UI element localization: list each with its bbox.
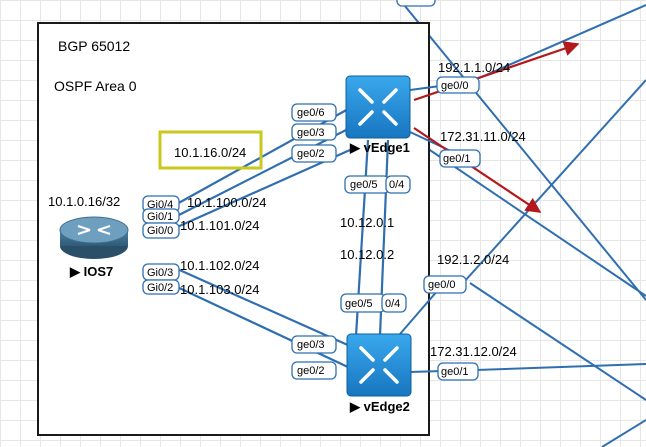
network-label-102: 10.1.102.0/24 bbox=[180, 258, 260, 273]
svg-text:Gi0/3: Gi0/3 bbox=[147, 267, 173, 279]
port-ve1-ge00: ge0/0 bbox=[436, 76, 480, 94]
vedge1-label: ▶ vEdge1 bbox=[349, 140, 410, 155]
port-gi01: Gi0/1 bbox=[142, 208, 180, 224]
network-label-sys2: 10.12.0.2 bbox=[340, 247, 394, 262]
link-gi03-ge03 bbox=[174, 266, 351, 348]
port-ve1-ge05: ge0/5 bbox=[344, 175, 390, 194]
port-ve2-ge05: ge0/5 bbox=[340, 293, 386, 313]
ios7-router[interactable] bbox=[59, 216, 129, 259]
svg-text:Gi0/0: Gi0/0 bbox=[147, 225, 173, 237]
vedge-arrows-icon bbox=[358, 88, 398, 126]
port-ve2-ge02: ge0/2 bbox=[291, 361, 337, 380]
svg-text:ge0/5: ge0/5 bbox=[350, 179, 378, 191]
svg-text:0/4: 0/4 bbox=[389, 179, 404, 191]
svg-text:0/4: 0/4 bbox=[385, 298, 400, 310]
network-label-sys1: 10.12.0.1 bbox=[340, 215, 394, 230]
svg-text:ge0/1: ge0/1 bbox=[441, 366, 469, 378]
link-gi01-ge03 bbox=[174, 127, 351, 218]
external-link bbox=[399, 0, 646, 301]
ospf-label: OSPF Area 0 bbox=[54, 78, 137, 94]
svg-text:ge0/5: ge0/5 bbox=[345, 298, 373, 310]
ios7-label: ▶ IOS7 bbox=[69, 264, 113, 279]
svg-text:ge0/6: ge0/6 bbox=[297, 107, 325, 119]
external-link bbox=[469, 282, 646, 401]
port-gi03: Gi0/3 bbox=[142, 263, 180, 281]
link-gi00-ge02 bbox=[174, 148, 351, 230]
network-label-16: 10.1.16.0/24 bbox=[174, 145, 246, 160]
network-label-100: 10.1.100.0/24 bbox=[187, 195, 267, 210]
network-label-loopback: 10.1.0.16/32 bbox=[48, 194, 120, 209]
network-label-103: 10.1.103.0/24 bbox=[180, 282, 260, 297]
port-badges: Gi0/4 Gi0/1 Gi0/0 Gi0/3 Gi0/2 ge0/6 ge0/… bbox=[142, 76, 481, 381]
port-gi02: Gi0/2 bbox=[142, 279, 180, 295]
external-link bbox=[601, 419, 646, 447]
external-link bbox=[475, 363, 646, 371]
port-ve1-ge06: ge0/6 bbox=[291, 103, 337, 122]
svg-text:Gi0/2: Gi0/2 bbox=[147, 282, 173, 294]
external-links bbox=[399, 0, 646, 447]
svg-text:Gi0/1: Gi0/1 bbox=[147, 211, 173, 223]
network-label-wan11: 192.1.1.0/24 bbox=[438, 60, 510, 75]
traffic-arrow-down bbox=[413, 127, 542, 213]
highlight-box bbox=[158, 130, 263, 170]
link-gi02-ge02 bbox=[174, 285, 351, 369]
external-link bbox=[469, 4, 646, 83]
port-ve2-ge04: 0/4 bbox=[381, 293, 407, 313]
port-ve1-ge04: 0/4 bbox=[385, 175, 411, 194]
vedge2-label: ▶ vEdge2 bbox=[349, 399, 410, 414]
internal-links bbox=[174, 81, 477, 373]
svg-text:ge0/0: ge0/0 bbox=[428, 279, 456, 291]
network-label-101: 10.1.101.0/24 bbox=[180, 218, 260, 233]
vedge1-router[interactable] bbox=[345, 75, 411, 139]
network-label-wan22: 172.31.12.0/24 bbox=[430, 344, 517, 359]
port-ve1-ge01: ge0/1 bbox=[439, 149, 481, 168]
svg-text:ge0/2: ge0/2 bbox=[297, 148, 325, 160]
router-top bbox=[59, 216, 129, 244]
svg-text:ge0/1: ge0/1 bbox=[443, 153, 471, 165]
port-ve2-ge01: ge0/1 bbox=[437, 362, 479, 381]
bgp-label: BGP 65012 bbox=[58, 38, 130, 54]
router-arrows-icon bbox=[77, 225, 111, 235]
svg-text:ge0/3: ge0/3 bbox=[297, 127, 325, 139]
vedge2-router[interactable] bbox=[346, 333, 412, 397]
port-ve1-ge03: ge0/3 bbox=[291, 123, 337, 141]
port-ve2-ge00: ge0/0 bbox=[423, 275, 467, 294]
svg-text:ge0/3: ge0/3 bbox=[297, 339, 325, 351]
network-label-wan21: 192.1.2.0/24 bbox=[437, 252, 509, 267]
partial-port-badge bbox=[396, 0, 436, 7]
port-ve1-ge02: ge0/2 bbox=[291, 144, 337, 163]
network-label-wan12: 172.31.11.0/24 bbox=[440, 129, 526, 144]
vedge2-body bbox=[346, 333, 412, 397]
port-gi00: Gi0/0 bbox=[142, 222, 180, 239]
external-link bbox=[463, 79, 646, 283]
vedge1-body bbox=[345, 75, 411, 139]
vedge-arrows-icon bbox=[359, 346, 399, 384]
svg-text:ge0/2: ge0/2 bbox=[297, 365, 325, 377]
svg-text:Gi0/4: Gi0/4 bbox=[147, 199, 173, 211]
svg-text:ge0/0: ge0/0 bbox=[441, 80, 469, 92]
port-ve2-ge03: ge0/3 bbox=[291, 335, 337, 354]
